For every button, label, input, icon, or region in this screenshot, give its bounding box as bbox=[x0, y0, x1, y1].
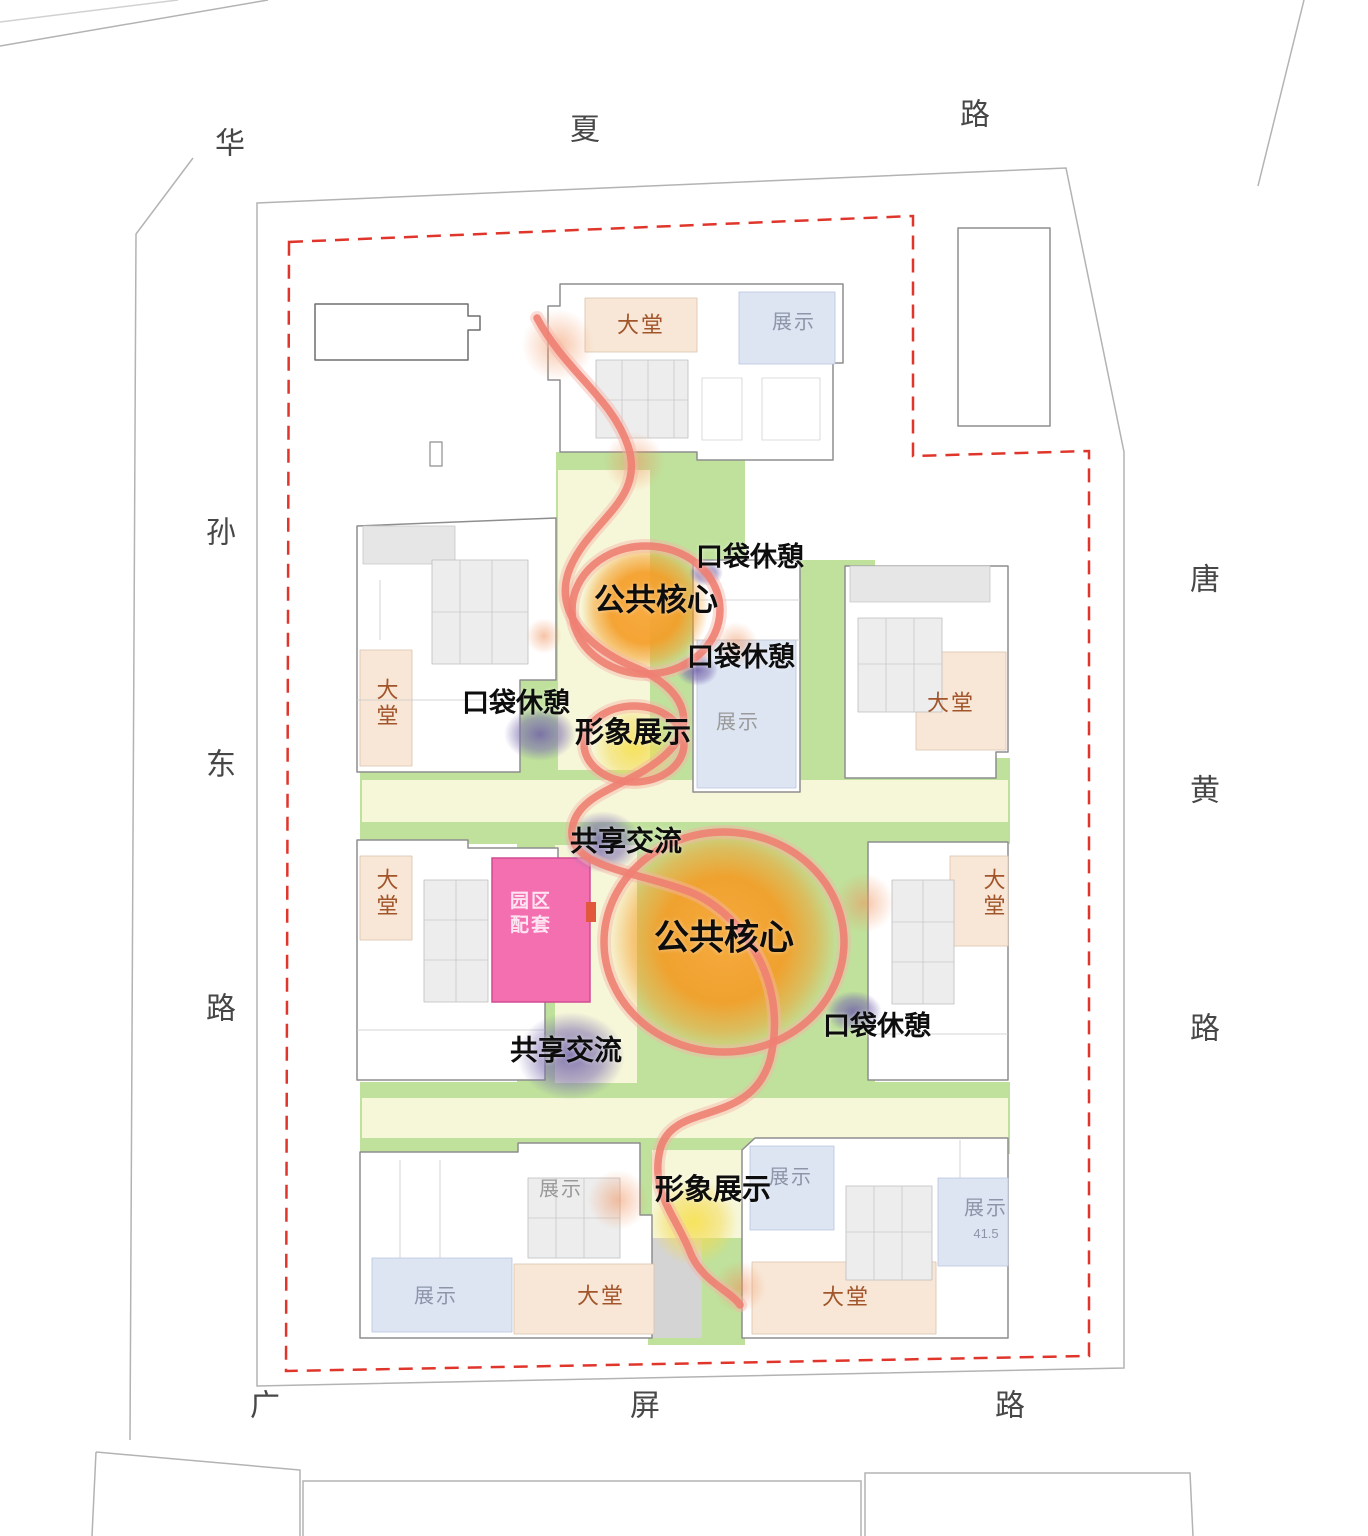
public-core-blob-upper bbox=[581, 544, 709, 672]
lobby-label-east-mid: 大堂 bbox=[980, 868, 1006, 920]
building-small-block bbox=[429, 441, 443, 467]
road-name-left-char-3: 路 bbox=[206, 992, 238, 1026]
image-display-blob-upper bbox=[592, 705, 676, 789]
park-amenity-label-line-1: 园区 bbox=[509, 891, 553, 913]
site-boundary bbox=[284, 214, 1091, 1373]
buildings bbox=[314, 227, 1051, 1339]
pocket-rest-label-4: 口袋休憩 bbox=[823, 1010, 931, 1041]
lobby-label-east-upper: 大堂 bbox=[926, 690, 976, 716]
building-west-upper bbox=[356, 517, 557, 773]
building-outbuilding-nw bbox=[314, 303, 481, 361]
park-amenity-block bbox=[491, 857, 596, 1003]
lobby-label-south-west: 大堂 bbox=[576, 1283, 626, 1309]
area-value-label: 41.5 bbox=[973, 1226, 999, 1242]
circulation-path bbox=[530, 311, 851, 1312]
park-amenity-label-line-2: 配套 bbox=[509, 915, 553, 937]
building-north bbox=[547, 283, 844, 461]
building-south-west bbox=[359, 1142, 655, 1339]
lobby-label-west-mid: 大堂 bbox=[373, 868, 399, 920]
pocket-rest-label-1: 口袋休憩 bbox=[696, 541, 804, 572]
shared-exchange-label-upper: 共享交流 bbox=[569, 825, 683, 857]
building-south-east bbox=[741, 1137, 1009, 1339]
building-east-upper bbox=[844, 565, 1009, 779]
lobby-label-north: 大堂 bbox=[616, 312, 666, 338]
display-label-south-mid: 展示 bbox=[539, 1178, 583, 1201]
road-name-top-char-2: 夏 bbox=[570, 113, 602, 147]
road-name-top-char-1: 华 bbox=[215, 127, 247, 161]
image-display-label-lower: 形象展示 bbox=[654, 1173, 772, 1206]
road-name-right-char-2: 黄 bbox=[1190, 774, 1222, 808]
building-parcel-ne bbox=[957, 227, 1051, 427]
road-name-right-char-3: 路 bbox=[1190, 1012, 1222, 1046]
display-label-south-west: 展示 bbox=[414, 1285, 458, 1308]
display-label-south-east-1: 展示 bbox=[769, 1166, 813, 1189]
road-network bbox=[0, 0, 1305, 1536]
building-east-mid bbox=[867, 841, 1009, 1081]
pocket-rest-label-2: 口袋休憩 bbox=[687, 641, 795, 672]
public-core-label-main: 公共核心 bbox=[653, 918, 795, 958]
road-name-bottom-char-1: 广 bbox=[250, 1389, 282, 1423]
image-display-blob-lower bbox=[650, 1178, 738, 1266]
road-name-bottom-char-2: 屏 bbox=[630, 1389, 662, 1423]
road-name-top-char-3: 路 bbox=[960, 98, 992, 132]
display-label-north: 展示 bbox=[772, 311, 816, 334]
road-name-left-char-2: 东 bbox=[206, 748, 238, 782]
road-name-bottom-char-3: 路 bbox=[995, 1389, 1027, 1423]
image-display-label-upper: 形象展示 bbox=[574, 716, 692, 749]
public-core-label-upper: 公共核心 bbox=[594, 582, 718, 618]
shared-exchange-label-lower: 共享交流 bbox=[509, 1034, 623, 1066]
road-name-right-char-1: 唐 bbox=[1190, 563, 1222, 597]
display-label-middle: 展示 bbox=[716, 711, 760, 734]
display-label-south-east-2: 展示 bbox=[964, 1197, 1008, 1220]
pocket-rest-label-3: 口袋休憩 bbox=[462, 687, 570, 718]
road-name-left-char-1: 孙 bbox=[206, 516, 238, 550]
lobby-label-south-east: 大堂 bbox=[821, 1284, 871, 1310]
lobby-label-west-upper: 大堂 bbox=[373, 678, 399, 730]
